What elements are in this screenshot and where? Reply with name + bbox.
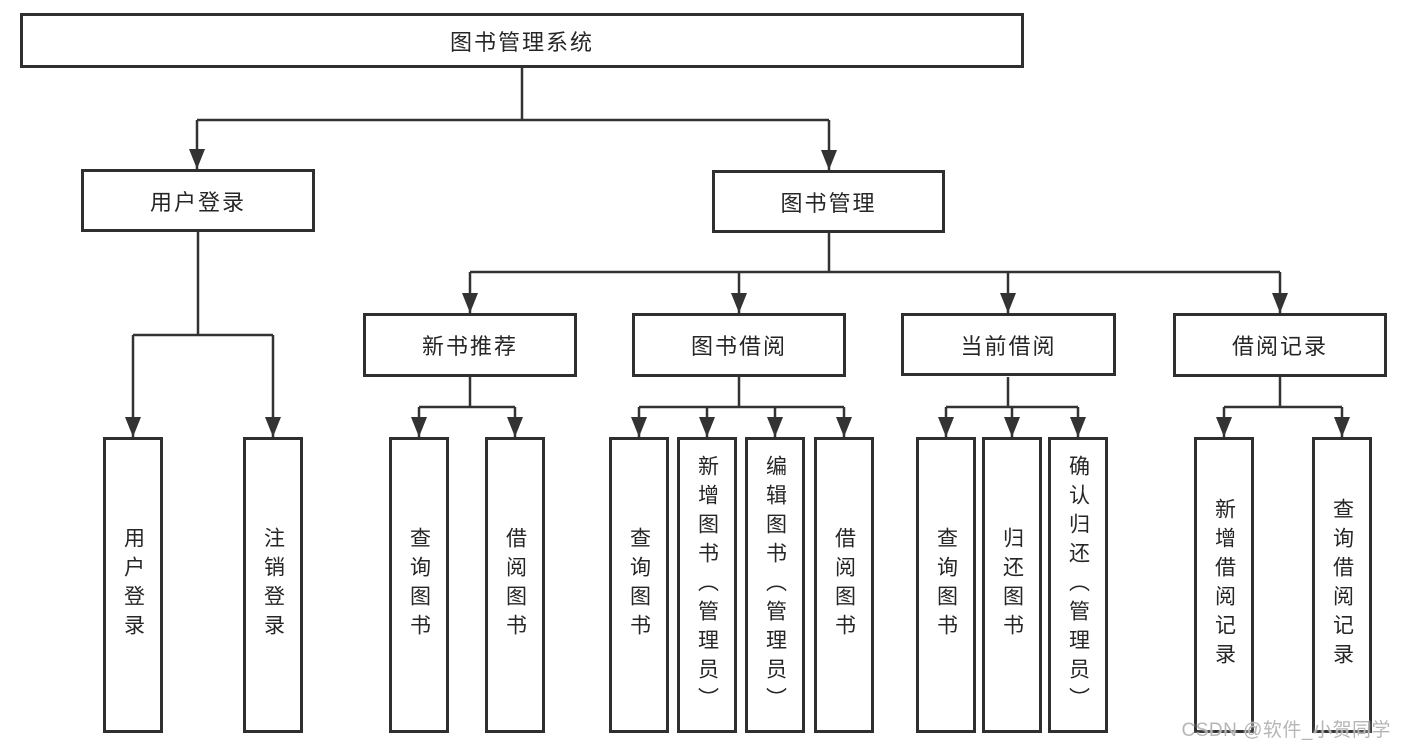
leaf-label: 新增图书（管理员）: [695, 454, 719, 716]
leaf-confirm-return-admin: 确认归还（管理员）: [1048, 437, 1108, 733]
node-book-borrow: 图书借阅: [632, 313, 846, 377]
leaf-edit-books-admin: 编辑图书（管理员）: [745, 437, 805, 733]
branch-current-borrow: [938, 377, 1086, 437]
branch-root-to-level2: [189, 68, 837, 170]
csdn-watermark: CSDN @软件_小贺同学: [1181, 720, 1391, 741]
leaf-label: 查询图书: [407, 527, 431, 643]
node-new-book-recommend: 新书推荐: [363, 313, 577, 377]
branch-book-borrow: [631, 377, 852, 437]
leaf-label: 新增借阅记录: [1212, 498, 1236, 672]
leaf-label: 查询借阅记录: [1330, 498, 1354, 672]
leaf-logout: 注销登录: [243, 437, 303, 733]
leaf-return-books: 归还图书: [982, 437, 1042, 733]
branch-book-management: [462, 233, 1288, 313]
node-user-login: 用户登录: [81, 169, 315, 232]
node-borrow-records: 借阅记录: [1173, 313, 1387, 377]
leaf-query-books-recommend: 查询图书: [389, 437, 449, 733]
branch-new-book-recommend: [411, 377, 523, 437]
node-current-borrow: 当前借阅: [901, 313, 1116, 376]
branch-user-login: [125, 232, 281, 437]
leaf-borrow-books: 借阅图书: [814, 437, 874, 733]
leaf-label: 用户登录: [121, 527, 145, 643]
leaf-label: 确认归还（管理员）: [1066, 454, 1090, 716]
node-book-management: 图书管理: [712, 170, 945, 233]
branch-borrow-records: [1216, 377, 1350, 437]
leaf-label: 注销登录: [261, 527, 285, 643]
leaf-add-borrow-record: 新增借阅记录: [1194, 437, 1254, 733]
leaf-borrow-books-recommend: 借阅图书: [485, 437, 545, 733]
leaf-label: 编辑图书（管理员）: [763, 454, 787, 716]
leaf-label: 查询图书: [627, 527, 651, 643]
leaf-add-books-admin: 新增图书（管理员）: [677, 437, 737, 733]
leaf-label: 查询图书: [934, 527, 958, 643]
node-library-system: 图书管理系统: [20, 13, 1024, 68]
leaf-user-login: 用户登录: [103, 437, 163, 733]
leaf-label: 借阅图书: [832, 527, 856, 643]
leaf-label: 归还图书: [1000, 527, 1024, 643]
leaf-query-books-current: 查询图书: [916, 437, 976, 733]
leaf-query-borrow-record: 查询借阅记录: [1312, 437, 1372, 733]
leaf-query-books-borrow: 查询图书: [609, 437, 669, 733]
leaf-label: 借阅图书: [503, 527, 527, 643]
